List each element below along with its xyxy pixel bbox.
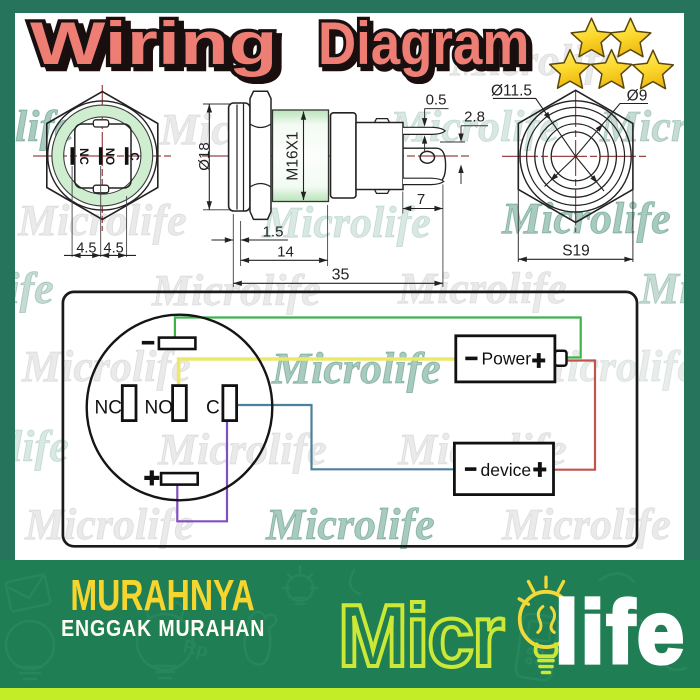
svg-text:14: 14: [277, 244, 294, 261]
svg-text:Ø11.5: Ø11.5: [491, 83, 532, 100]
svg-text:NC: NC: [95, 398, 122, 419]
svg-text:Ø9: Ø9: [627, 88, 648, 105]
svg-text:C: C: [128, 152, 140, 160]
svg-text:NO: NO: [103, 148, 115, 165]
svg-text:7: 7: [417, 191, 425, 208]
svg-text:S19: S19: [562, 243, 590, 260]
svg-text:1.5: 1.5: [263, 224, 284, 241]
svg-text:NC: NC: [77, 148, 89, 165]
svg-text:NO: NO: [145, 398, 174, 419]
svg-text:device: device: [481, 460, 532, 480]
svg-text:35: 35: [332, 267, 350, 284]
svg-text:Rp: Rp: [181, 636, 210, 662]
svg-text:0.5: 0.5: [426, 92, 447, 109]
svg-text:2.8: 2.8: [464, 109, 485, 126]
svg-text:M16X1: M16X1: [285, 131, 302, 180]
svg-text:C: C: [206, 398, 220, 419]
svg-text:4.5: 4.5: [76, 241, 96, 257]
svg-text:Ø18: Ø18: [196, 142, 213, 170]
svg-text:4.5: 4.5: [104, 241, 124, 257]
svg-text:Power: Power: [482, 349, 532, 369]
